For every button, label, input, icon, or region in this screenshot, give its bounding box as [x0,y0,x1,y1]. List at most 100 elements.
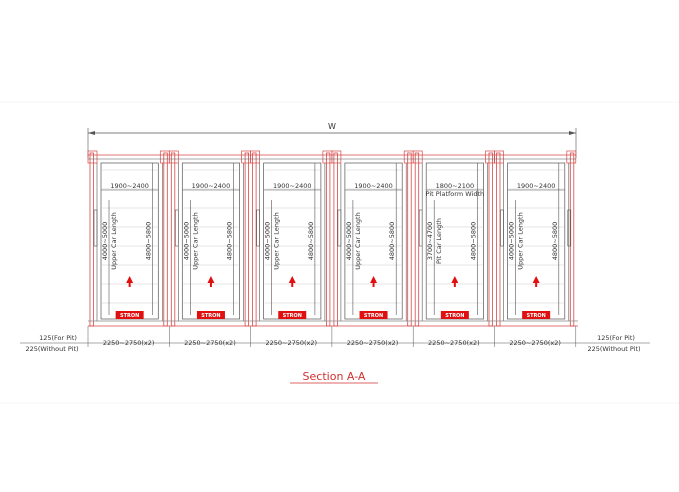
side-handle [175,209,179,247]
stron-logo: STRON [196,311,225,319]
left-post [89,152,94,327]
bottom-dim-label: 2250~2750(x2) [184,339,236,347]
logo-badge [196,311,225,319]
left-post-cap [412,150,423,164]
logo-badge [522,311,551,319]
right-post [244,152,250,327]
direction-arrow-icon [126,276,134,283]
car-length-label: 4000~5000 [345,222,353,261]
direction-arrow-stem [209,282,212,287]
base-line [88,320,578,327]
stron-logo: STRON [359,311,388,319]
left-post-cap [87,150,98,164]
car-length-note: Upper Car Length [354,212,362,269]
left-edge-notes: 125(For Pit) 225(Without Pit) [25,334,78,353]
car-length-label: 3700~4700 [426,222,434,261]
logo-text: STRON [283,313,302,319]
overall-length-label: 4800~5800 [144,222,152,261]
side-handle [337,209,342,247]
platform-width-label: 1900~2400 [273,182,312,190]
platform-width-label: 1900~2400 [517,182,556,190]
car-length-label: 4000~5000 [101,222,109,261]
direction-arrow-stem [535,282,538,287]
overall-length-label: 4800~5800 [551,222,559,261]
platform-width-label: 1800~2100 [436,182,475,190]
direction-arrow-icon [207,276,215,283]
direction-arrow-icon [370,276,378,283]
logo-text: STRON [364,313,383,319]
car-length-note: Upper Car Length [110,212,118,269]
car-length-label: 4000~5000 [508,222,516,261]
car-length-label: 4000~5000 [182,222,190,261]
bottom-dim-label: 2250~2750(x2) [265,339,317,347]
overall-width-label: W [328,122,336,131]
logo-badge [359,311,388,319]
car-length-note: Upper Car Length [273,212,281,269]
logo-text: STRON [120,313,139,319]
car-length-note: Upper Car Length [191,212,199,269]
direction-arrow-icon [288,276,296,283]
left-post-cap [250,150,260,164]
overall-length-label: 4800~5800 [226,222,234,261]
stron-logo: STRON [440,311,469,319]
bottom-dim-label: 2250~2750(x2) [103,339,155,347]
car-length-note: Upper Car Length [517,212,525,269]
right-post [488,152,493,327]
direction-arrow-stem [128,282,131,287]
left-post-cap [331,150,342,164]
stron-logo: STRON [278,311,307,319]
logo-badge [278,311,307,319]
left-post-cap [494,150,504,164]
left-edge-note-pit: 125(For Pit) [39,334,77,342]
right-post [325,152,331,327]
side-handle-right [567,209,572,247]
overall-length-label: 4800~5800 [470,222,478,261]
left-post [496,152,501,327]
right-post [407,152,412,327]
direction-arrow-icon [451,276,459,283]
left-post [333,152,338,327]
right-edge-notes: 125(For Pit) 225(Without Pit) [587,334,640,353]
overall-length-label: 4800~5800 [388,222,396,261]
pit-platform-note: Pit Platform Width [426,190,485,198]
logo-text: STRON [201,313,220,319]
car-length-label: 4000~5000 [264,222,272,261]
bottom-dimension-chain: 2250~2750(x2) 2250~2750(x2) 2250~2750(x2) 2… [20,326,650,347]
bottom-dim-label: 2250~2750(x2) [347,339,399,347]
platform-width-label: 1900~2400 [192,182,231,190]
side-handle [93,209,98,247]
bottom-dim-label: 2250~2750(x2) [509,339,561,347]
logo-text: STRON [445,313,464,319]
direction-arrow-stem [372,282,375,287]
direction-arrow-stem [291,282,294,287]
left-post-cap [168,150,179,164]
bottom-dim-label: 2250~2750(x2) [428,339,480,347]
car-length-note: Pit Car Length [435,218,443,264]
direction-arrow-stem [453,282,456,287]
stron-logo: STRON [522,311,551,319]
overall-width-dimension: W [87,122,577,158]
platform-width-label: 1900~2400 [354,182,393,190]
right-post [163,152,168,327]
side-handle [500,209,504,247]
section-caption-text: Section A-A [303,370,366,383]
logo-badge [115,311,144,319]
overall-length-label: 4800~5800 [307,222,315,261]
stron-logo: STRON [115,311,144,319]
side-handle [256,209,260,247]
right-edge-note-no-pit: 225(Without Pit) [587,345,640,353]
left-edge-note-no-pit: 225(Without Pit) [25,345,78,353]
side-handle [418,209,423,247]
left-post [252,152,257,327]
platform-width-label: 1900~2400 [110,182,149,190]
logo-text: STRON [527,313,546,319]
direction-arrow-icon [532,276,540,283]
section-caption: Section A-A [290,370,378,384]
